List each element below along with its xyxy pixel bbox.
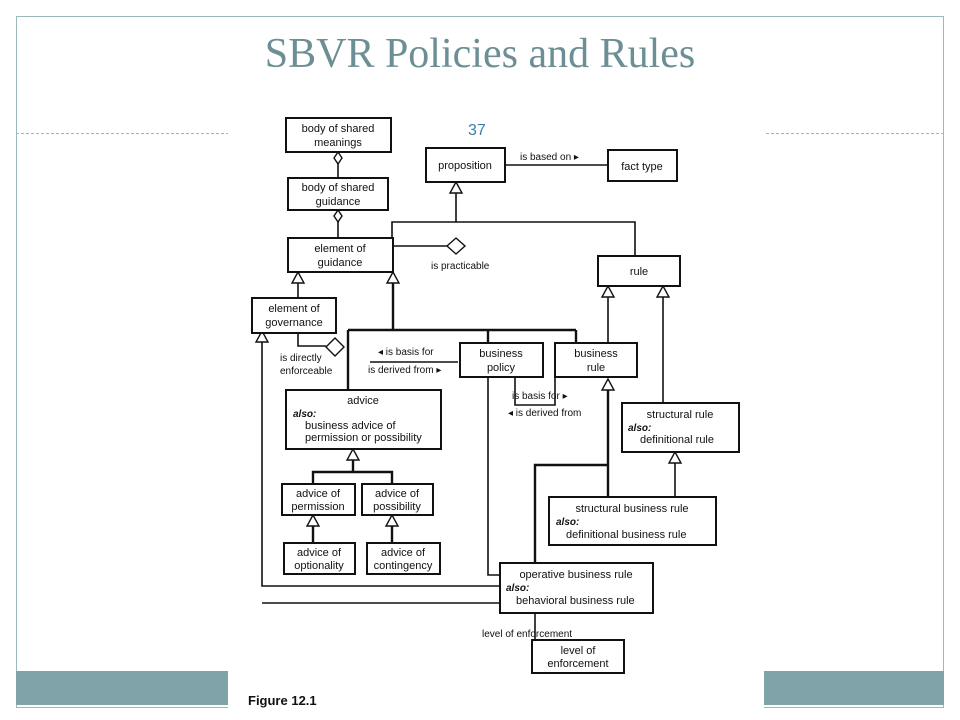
node-advice-of-optionality: advice of optionality [283, 542, 356, 575]
node-label-line: operative business rule [519, 569, 632, 581]
relation-is-derived-from-2: ◂ is derived from [508, 408, 581, 419]
slide-number: 37 [468, 122, 486, 139]
node-body-of-shared-guidance: body of shared guidance [287, 177, 389, 211]
practicable-diamond [445, 237, 467, 255]
node-label-line: meanings [314, 137, 362, 149]
generalization-arrow-busrule [600, 377, 616, 391]
node-advice-of-possibility: advice of possibility [361, 483, 434, 516]
node-label-line: body of shared [302, 123, 375, 135]
generalization-arrow-possibility [384, 513, 400, 527]
node-label-line: permission or possibility [305, 432, 422, 444]
generalization-arrow-guidance-right [385, 270, 401, 284]
generalization-arrow-structural [667, 450, 683, 464]
node-proposition: proposition [425, 147, 506, 183]
node-label-line: advice [347, 395, 379, 407]
node-business-rule: business rule [554, 342, 638, 378]
node-label-line: guidance [316, 196, 361, 208]
edge-policy-operative [487, 377, 500, 576]
node-label-line: behavioral business rule [516, 595, 635, 607]
relation-is-practicable: is practicable [431, 261, 490, 272]
generalization-arrow-advice [345, 447, 361, 461]
node-advice-of-contingency: advice of contingency [366, 542, 441, 575]
node-advice-of-permission: advice of permission [281, 483, 356, 516]
relation-is-based-on: is based on ▸ [520, 152, 579, 163]
node-label-line: guidance [318, 257, 363, 269]
node-label-line: definitional rule [640, 434, 714, 446]
node-label-line: rule [587, 362, 605, 374]
node-label-line: proposition [438, 160, 492, 172]
generalization-arrow-proposition [448, 180, 464, 194]
node-label-line: contingency [374, 560, 433, 572]
generalization-arrow-rule-2 [655, 284, 671, 298]
node-also-label: also: [628, 423, 651, 434]
node-label-line: advice of [381, 547, 426, 559]
node-operative-business-rule: operative business rule also: behavioral… [499, 562, 654, 614]
node-element-of-governance: element of governance [251, 297, 337, 334]
node-label-line: possibility [373, 501, 421, 513]
node-element-of-guidance: element of guidance [287, 237, 394, 273]
edge-operative-governance [261, 338, 500, 587]
node-label-line: permission [291, 501, 344, 513]
node-label-line: structural rule [647, 409, 714, 421]
node-label-line: fact type [621, 161, 663, 173]
edge-busrule-subtypes [533, 390, 610, 563]
node-label-line: business [574, 348, 618, 360]
node-label-line: advice of [297, 547, 342, 559]
relation-is-derived-from: is derived from ▸ [368, 365, 441, 376]
generalization-arrow-governance [254, 329, 270, 343]
node-fact-type: fact type [607, 149, 678, 182]
node-label-line: advice of [375, 488, 420, 500]
node-also-label: also: [506, 583, 529, 594]
node-label-line: element of [314, 243, 366, 255]
generalization-arrow-permission [305, 513, 321, 527]
node-body-of-shared-meanings: body of shared meanings [285, 117, 392, 153]
edge-advice-subtypes [311, 460, 394, 484]
node-label-line: element of [268, 303, 320, 315]
node-label-line: definitional business rule [566, 529, 686, 541]
diagram-markers [254, 150, 683, 527]
generalization-arrow-rule-1 [600, 284, 616, 298]
relation-is-directly-line2: enforceable [280, 366, 333, 377]
diagram-edges [261, 160, 676, 640]
node-label-line: enforcement [547, 658, 608, 670]
figure-caption: Figure 12.1 [248, 693, 317, 708]
composition-diamond-2 [333, 208, 343, 224]
node-label-line: level of [561, 645, 597, 657]
node-advice: advice also: business advice of permissi… [285, 389, 442, 450]
node-also-label: also: [556, 517, 579, 528]
edge-policy-rule [514, 377, 556, 406]
node-rule: rule [597, 255, 681, 287]
relation-is-directly-line1: is directly [280, 353, 322, 364]
relation-is-basis-for: ◂ is basis for [378, 347, 434, 358]
relation-is-basis-for-2: is basis for ▸ [512, 391, 568, 402]
node-label-line: policy [487, 362, 516, 374]
edge-enforceable [297, 333, 326, 347]
node-structural-business-rule: structural business rule also: definitio… [548, 496, 717, 546]
node-label-line: rule [630, 266, 648, 278]
node-label-line: advice of [296, 488, 341, 500]
relation-level-of-enforcement: level of enforcement [482, 629, 572, 640]
node-level-of-enforcement: level of enforcement [531, 639, 625, 674]
node-structural-rule: structural rule also: definitional rule [621, 402, 740, 453]
node-label-line: governance [265, 317, 323, 329]
node-also-label: also: [293, 409, 316, 420]
composition-diamond-1 [333, 150, 343, 166]
node-label-line: structural business rule [575, 503, 688, 515]
generalization-arrow-guidance-left [290, 270, 306, 284]
node-label-line: business [479, 348, 523, 360]
node-label-line: body of shared [302, 182, 375, 194]
node-label-line: business advice of [305, 420, 396, 432]
node-business-policy: business policy [459, 342, 544, 378]
enforceable-diamond [325, 337, 345, 357]
edge-guidance-proposition [391, 221, 636, 256]
slide-title: SBVR Policies and Rules [264, 31, 696, 77]
node-label-line: optionality [294, 560, 344, 572]
